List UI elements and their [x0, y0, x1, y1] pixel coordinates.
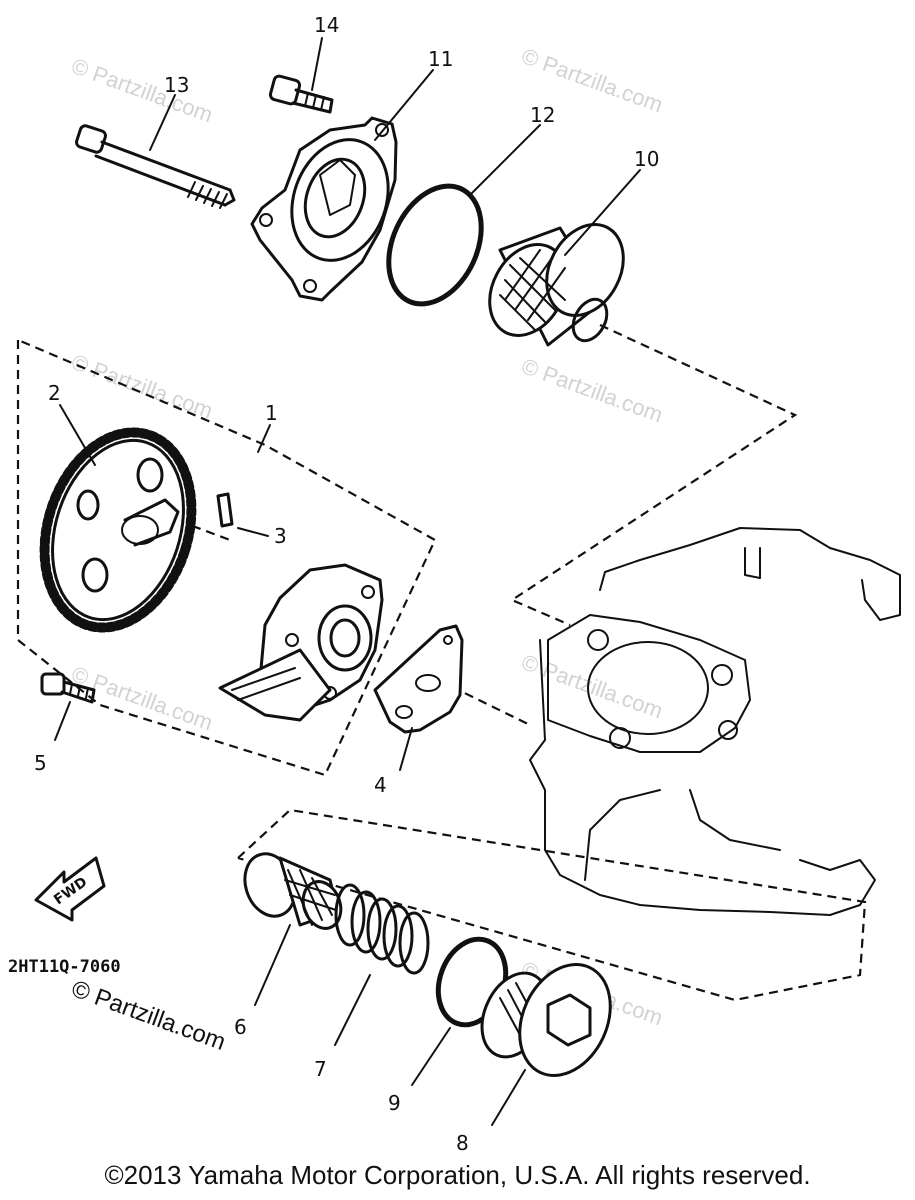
pump-gasket: [373, 624, 464, 771]
callout-10: 10: [634, 147, 659, 171]
watermark: © Partzilla.com: [518, 353, 666, 427]
callout-numbers: 1 2 3 4 5 6 7 8 9 10 11 12 13 14: [34, 13, 659, 1155]
callout-8: 8: [456, 1131, 469, 1155]
callout-12: 12: [530, 103, 555, 127]
crankcase-outline: [529, 527, 901, 916]
oil-filter: [488, 223, 625, 347]
callout-1: 1: [265, 401, 278, 425]
oil-strainer: [243, 852, 343, 1006]
diagram-code: 2HT11Q-7060: [8, 957, 121, 977]
callout-leaders: [59, 37, 641, 466]
oil-pump-body: [218, 563, 384, 722]
dowel-pin: [216, 492, 269, 537]
forward-direction-arrow: FWD: [34, 856, 106, 922]
copyright-notice: ©2013 Yamaha Motor Corporation, U.S.A. A…: [104, 1160, 811, 1190]
watermark: © Partzilla.com: [68, 53, 216, 127]
callout-6: 6: [234, 1015, 247, 1039]
callout-7: 7: [314, 1057, 327, 1081]
callout-5: 5: [34, 751, 47, 775]
drain-plug: [480, 963, 612, 1126]
callout-11: 11: [428, 47, 453, 71]
pump-screw: [40, 672, 96, 741]
callout-9: 9: [388, 1091, 401, 1115]
callout-14: 14: [314, 13, 339, 37]
callout-4: 4: [374, 773, 387, 797]
callout-13: 13: [164, 73, 189, 97]
filter-o-ring: [386, 183, 484, 307]
short-bolt: [268, 74, 334, 114]
watermark-dark: © Partzilla.com: [68, 975, 229, 1056]
callout-2: 2: [48, 381, 61, 405]
long-bolt: [75, 124, 236, 209]
filter-cover: [250, 116, 398, 302]
strainer-spring: [334, 883, 430, 1046]
pump-drive-gear: [39, 427, 197, 633]
watermark: © Partzilla.com: [68, 349, 216, 423]
callout-3: 3: [274, 524, 287, 548]
